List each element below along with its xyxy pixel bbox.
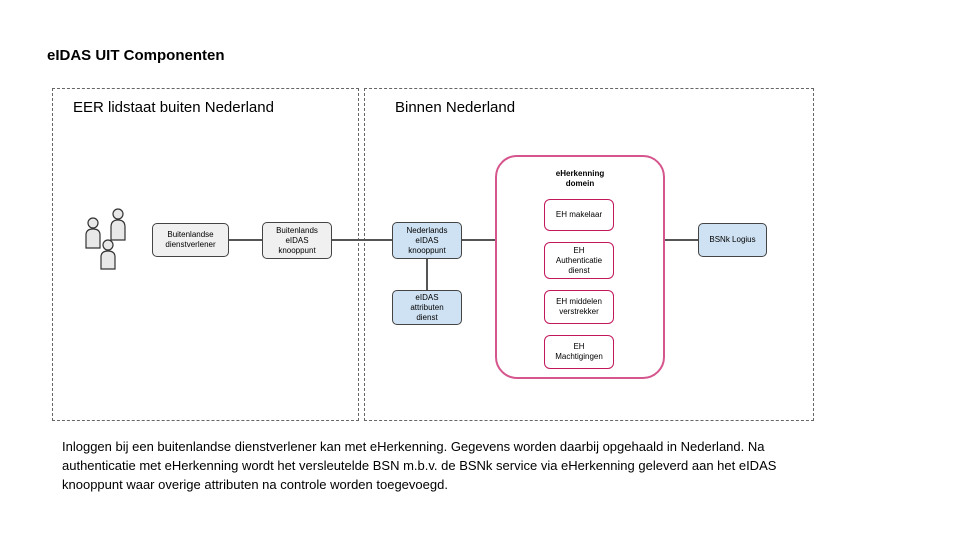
node-nederlands-knooppunt: Nederlands eIDAS knooppunt [392, 222, 462, 259]
eh-middelen-verstrekker: EH middelen verstrekker [544, 290, 614, 324]
connector-domain-bsnk [665, 239, 698, 241]
node-bsnk-logius: BSNk Logius [698, 223, 767, 257]
users-icon [85, 208, 126, 270]
page-title: eIDAS UIT Componenten [47, 47, 225, 64]
eh-machtigingen: EH Machtigingen [544, 335, 614, 369]
connector-dienstverlener-knooppunt [229, 239, 262, 241]
eh-makelaar: EH makelaar [544, 199, 614, 231]
node-buitenlandse-dienstverlener: Buitenlandse dienstverlener [152, 223, 229, 257]
connector-knooppunt-attributen [426, 258, 428, 290]
region-eer [52, 88, 359, 421]
region-nl-label: Binnen Nederland [395, 99, 516, 116]
eh-authenticatie-dienst: EH Authenticatie dienst [544, 242, 614, 279]
node-buitenlands-knooppunt: Buitenlands eIDAS knooppunt [262, 222, 332, 259]
region-eer-label: EER lidstaat buiten Nederland [73, 99, 274, 116]
connector-buitenlands-nederlands [332, 239, 392, 241]
region-nl [364, 88, 814, 421]
connector-nederlands-domain [462, 239, 495, 241]
description-text: Inloggen bij een buitenlandse dienstverl… [62, 439, 777, 492]
eherkenning-domain-title: eHerkenning domein [555, 169, 605, 188]
node-attributen-dienst: eIDAS attributen dienst [392, 290, 462, 325]
